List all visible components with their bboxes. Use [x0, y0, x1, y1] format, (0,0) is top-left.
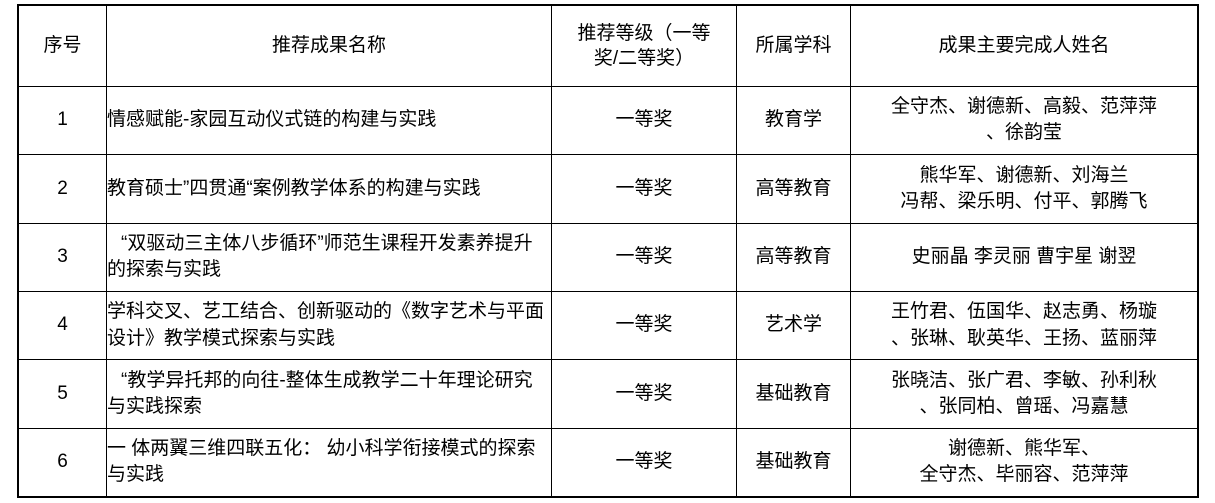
column-header-name: 推荐成果名称: [106, 5, 552, 87]
cell-discipline: 基础教育: [736, 427, 851, 498]
cell-discipline: 高等教育: [736, 222, 851, 292]
column-header-name-label: 推荐成果名称: [271, 34, 386, 56]
cell-discipline: 基础教育: [736, 359, 851, 429]
table-row: 4 学科交叉、艺工结合、创新驱动的《数字艺术与平面设计》教学模式探索与实践 一等…: [18, 290, 1198, 361]
table-row: 3 “双驱动三主体八步循环”师范生课程开发素养提升的探索与实践 一等奖 高等教育…: [18, 222, 1198, 292]
cell-award-level: 一等奖: [551, 222, 737, 292]
cell-contributors-text: 全守杰、谢德新、高毅、范萍萍 、徐韵莹: [890, 96, 1157, 144]
cell-contributors: 史丽晶 李灵丽 曹宇星 谢翌: [850, 222, 1198, 292]
cell-discipline: 教育学: [736, 85, 851, 156]
cell-index: 1: [18, 85, 107, 156]
column-header-discipline: 所属学科: [736, 5, 851, 87]
column-header-index: 序号: [18, 5, 107, 87]
cell-achievement-name: “双驱动三主体八步循环”师范生课程开发素养提升的探索与实践: [106, 222, 552, 292]
cell-award-level: 一等奖: [551, 154, 737, 224]
column-header-index-label: 序号: [43, 34, 82, 56]
cell-award-level: 一等奖: [551, 359, 737, 429]
table-body: 序号 推荐成果名称 推荐等级（一等 奖/二等奖） 所属学科 成果主要完成人姓名 …: [18, 5, 1198, 498]
cell-achievement-name: 教育硕士”四贯通“案例教学体系的构建与实践: [106, 154, 552, 224]
cell-award-level: 一等奖: [551, 427, 737, 498]
cell-achievement-name-text: 一 体两翼三维四联五化： 幼小科学衔接模式的探索与实践: [107, 438, 536, 486]
cell-index: 2: [18, 154, 107, 224]
cell-achievement-name: 学科交叉、艺工结合、创新驱动的《数字艺术与平面设计》教学模式探索与实践: [106, 290, 552, 361]
cell-award-level: 一等奖: [551, 85, 737, 156]
spreadsheet-area: 序号 推荐成果名称 推荐等级（一等 奖/二等奖） 所属学科 成果主要完成人姓名 …: [17, 4, 1199, 498]
cell-achievement-name: 一 体两翼三维四联五化： 幼小科学衔接模式的探索与实践: [106, 427, 552, 498]
cell-contributors: 张晓洁、张广君、李敏、孙利秋 、张同柏、曾瑶、冯嘉慧: [850, 359, 1198, 429]
cell-contributors: 全守杰、谢德新、高毅、范萍萍 、徐韵莹: [850, 85, 1198, 156]
cell-award-level: 一等奖: [551, 290, 737, 361]
cell-contributors-text: 史丽晶 李灵丽 曹宇星 谢翌: [911, 246, 1137, 268]
cell-achievement-name-text: 教育硕士”四贯通“案例教学体系的构建与实践: [107, 177, 481, 199]
cell-contributors: 熊华军、谢德新、刘海兰 冯帮、梁乐明、付平、郭腾飞: [850, 154, 1198, 224]
cell-contributors-text: 张晓洁、张广君、李敏、孙利秋 、张同柏、曾瑶、冯嘉慧: [890, 369, 1157, 417]
cell-discipline: 艺术学: [736, 290, 851, 361]
column-header-people: 成果主要完成人姓名: [850, 5, 1198, 87]
cell-contributors-text: 王竹君、伍国华、赵志勇、杨璇 、张琳、耿英华、王扬、蓝丽萍: [890, 301, 1157, 349]
cell-achievement-name: 情感赋能-家园互动仪式链的构建与实践: [106, 85, 552, 156]
cell-discipline: 高等教育: [736, 154, 851, 224]
column-header-people-label: 成果主要完成人姓名: [938, 34, 1110, 56]
cell-achievement-name-text: “教学异托邦的向往-整体生成教学二十年理论研究与实践探索: [107, 369, 533, 417]
recommended-achievements-table: 序号 推荐成果名称 推荐等级（一等 奖/二等奖） 所属学科 成果主要完成人姓名 …: [17, 4, 1199, 498]
cell-achievement-name-text: 学科交叉、艺工结合、创新驱动的《数字艺术与平面设计》教学模式探索与实践: [107, 301, 545, 349]
cell-achievement-name-text: 情感赋能-家园互动仪式链的构建与实践: [107, 109, 437, 131]
cell-contributors: 王竹君、伍国华、赵志勇、杨璇 、张琳、耿英华、王扬、蓝丽萍: [850, 290, 1198, 361]
cell-contributors-text: 谢德新、熊华军、 全守杰、毕丽容、范萍萍: [919, 438, 1129, 486]
table-row: 6 一 体两翼三维四联五化： 幼小科学衔接模式的探索与实践 一等奖 基础教育 谢…: [18, 427, 1198, 498]
cell-contributors: 谢德新、熊华军、 全守杰、毕丽容、范萍萍: [850, 427, 1198, 498]
cell-achievement-name-text: “双驱动三主体八步循环”师范生课程开发素养提升的探索与实践: [107, 232, 533, 281]
cell-index: 4: [18, 290, 107, 361]
table-row: 5 “教学异托邦的向往-整体生成教学二十年理论研究与实践探索 一等奖 基础教育 …: [18, 359, 1198, 429]
cell-achievement-name: “教学异托邦的向往-整体生成教学二十年理论研究与实践探索: [106, 359, 552, 429]
column-header-level: 推荐等级（一等 奖/二等奖）: [551, 5, 737, 87]
cell-index: 5: [18, 359, 107, 429]
table-row: 1 情感赋能-家园互动仪式链的构建与实践 一等奖 教育学 全守杰、谢德新、高毅、…: [18, 85, 1198, 156]
cell-index: 3: [18, 222, 107, 292]
table-header-row: 序号 推荐成果名称 推荐等级（一等 奖/二等奖） 所属学科 成果主要完成人姓名: [18, 5, 1198, 87]
table-row: 2 教育硕士”四贯通“案例教学体系的构建与实践 一等奖 高等教育 熊华军、谢德新…: [18, 154, 1198, 224]
cell-index: 6: [18, 427, 107, 498]
column-header-level-label: 推荐等级（一等 奖/二等奖）: [577, 22, 711, 69]
cell-contributors-text: 熊华军、谢德新、刘海兰 冯帮、梁乐明、付平、郭腾飞: [900, 164, 1148, 212]
column-header-discipline-label: 所属学科: [755, 34, 832, 56]
